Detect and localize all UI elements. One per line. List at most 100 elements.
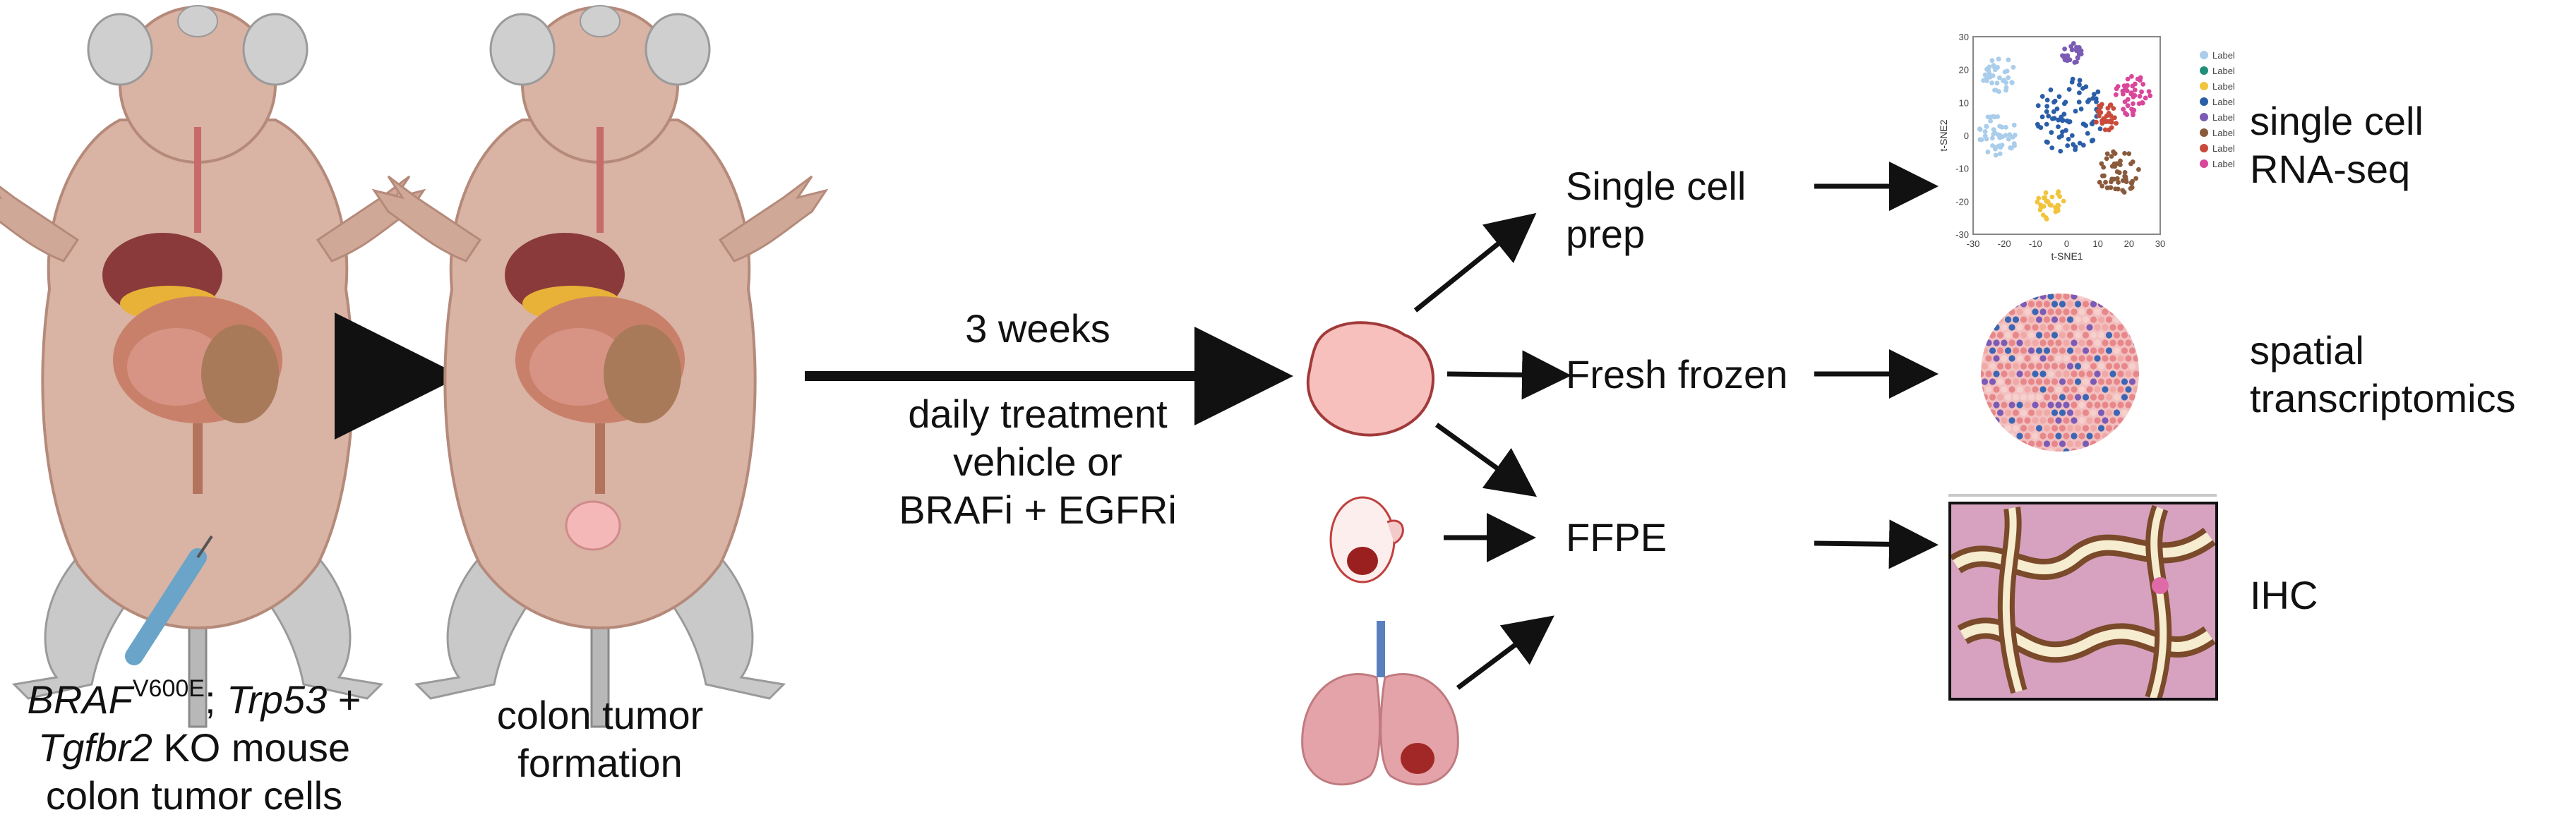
spatial-spot <box>1981 301 1989 308</box>
scp-line1: Single cell <box>1566 164 1747 208</box>
spatial-spot <box>2035 378 2043 385</box>
spatial-spot <box>1981 409 1989 416</box>
spatial-spot <box>2032 308 2039 315</box>
spatial-spot <box>2016 355 2023 362</box>
spatial-spot <box>2097 378 2105 385</box>
tsne-point <box>2066 87 2072 92</box>
spatial-spot <box>2082 316 2090 323</box>
spatial-spot <box>2012 409 2020 416</box>
scrnaseq-label: single cell RNA-seq <box>2250 97 2424 193</box>
spatial-spot <box>2097 363 2105 370</box>
spatial-spot <box>2109 401 2116 409</box>
gene-trp53: Trp53 <box>227 677 328 722</box>
single-cell-prep-label: Single cell prep <box>1566 162 1746 258</box>
spatial-spot <box>2097 425 2105 432</box>
spatial-spot <box>2090 425 2097 432</box>
spatial-spot <box>2027 316 2035 323</box>
tsne-point <box>2059 133 2064 138</box>
spatial-spot <box>2035 440 2043 447</box>
spatial-spot <box>2071 386 2078 393</box>
tsne-point <box>2103 119 2109 124</box>
spatial-spot <box>2008 417 2015 424</box>
spatial-spot <box>2032 370 2039 377</box>
spatial-spot <box>1996 394 2004 401</box>
tsne-point <box>2077 90 2082 96</box>
spatial-spot <box>2113 425 2121 432</box>
spatial-spot <box>2121 378 2128 385</box>
legend-label: Label <box>2212 81 2235 92</box>
spatial-spot <box>2102 355 2109 362</box>
spatial-spot <box>2086 324 2093 331</box>
spatial-spot <box>1989 347 1996 354</box>
tsne-point <box>2092 92 2097 97</box>
spatial-spot <box>2066 409 2074 416</box>
spatial-spot <box>2016 294 2023 300</box>
spatial-spot <box>2055 417 2062 424</box>
tsne-point <box>2116 180 2121 185</box>
spatial-spot <box>2074 347 2082 354</box>
spatial-spot <box>2004 425 2012 432</box>
spatial-spot <box>2066 378 2074 385</box>
spatial-spot <box>2012 332 2020 339</box>
tsne-point <box>2038 125 2044 131</box>
spatial-spot <box>1981 308 1984 315</box>
spatial-spot <box>2071 355 2078 362</box>
ko-mouse: KO mouse <box>152 725 350 770</box>
spatial-spot <box>1996 363 2004 370</box>
formation-label: colon tumor formation <box>466 691 734 787</box>
spatial-spot <box>1981 370 1984 377</box>
spatial-spot <box>2012 394 2020 401</box>
tsne-ytick: -20 <box>1955 196 1969 207</box>
spatial-spot <box>2055 339 2062 346</box>
tsne-point <box>2103 179 2108 185</box>
tsne-point <box>2085 99 2090 104</box>
spatial-spot <box>2020 394 2027 401</box>
spatial-spot <box>2051 347 2059 354</box>
treatment-line1: daily treatment <box>908 392 1168 436</box>
spatial-spot <box>1993 417 2000 424</box>
tsne-point <box>2070 47 2075 52</box>
spatial-spot <box>2020 425 2027 432</box>
spatial-spot <box>2039 432 2047 440</box>
tsne-point <box>2097 126 2103 131</box>
spatial-spot <box>2133 355 2139 362</box>
spatial-spot <box>2035 394 2043 401</box>
spatial-spot <box>2090 440 2097 447</box>
tsne-point <box>2132 87 2138 93</box>
legend-marker <box>2200 82 2208 90</box>
spatial-spot <box>2078 386 2085 393</box>
spatial-spot <box>2074 301 2082 308</box>
tsne-ytick: 30 <box>1959 32 1969 42</box>
spatial-spot <box>2109 417 2116 424</box>
spatial-spot <box>2035 425 2043 432</box>
spatial-line2: transcriptomics <box>2250 376 2516 420</box>
spatial-spot <box>2121 347 2128 354</box>
spatial-spot <box>1985 294 1992 300</box>
tsne-ytick: 10 <box>1959 97 1969 108</box>
spatial-spot <box>2066 301 2074 308</box>
spatial-spot <box>2128 440 2136 447</box>
tsne-point <box>2094 99 2099 104</box>
spatial-spot <box>2109 339 2116 346</box>
tsne-point <box>2147 93 2153 99</box>
spatial-spot <box>2008 308 2015 315</box>
spatial-spot <box>2094 324 2101 331</box>
spatial-spot <box>2055 355 2062 362</box>
spatial-spot <box>2055 432 2062 440</box>
spatial-spot <box>2027 363 2035 370</box>
spatial-spot <box>2032 386 2039 393</box>
spatial-spot <box>2020 409 2027 416</box>
spatial-spot <box>2024 294 2031 300</box>
tsne-point <box>2139 89 2145 95</box>
tsne-point <box>2130 92 2135 98</box>
spatial-spot <box>2008 386 2015 393</box>
spatial-spot <box>2082 332 2090 339</box>
tsne-point <box>1996 132 2001 138</box>
spatial-spot <box>2094 294 2101 300</box>
spatial-spot <box>2024 370 2031 377</box>
spatial-spot <box>2113 316 2121 323</box>
tsne-point <box>2109 154 2114 159</box>
spatial-spot <box>2059 301 2066 308</box>
tsne-point <box>2077 82 2082 87</box>
spatial-spot <box>2027 425 2035 432</box>
